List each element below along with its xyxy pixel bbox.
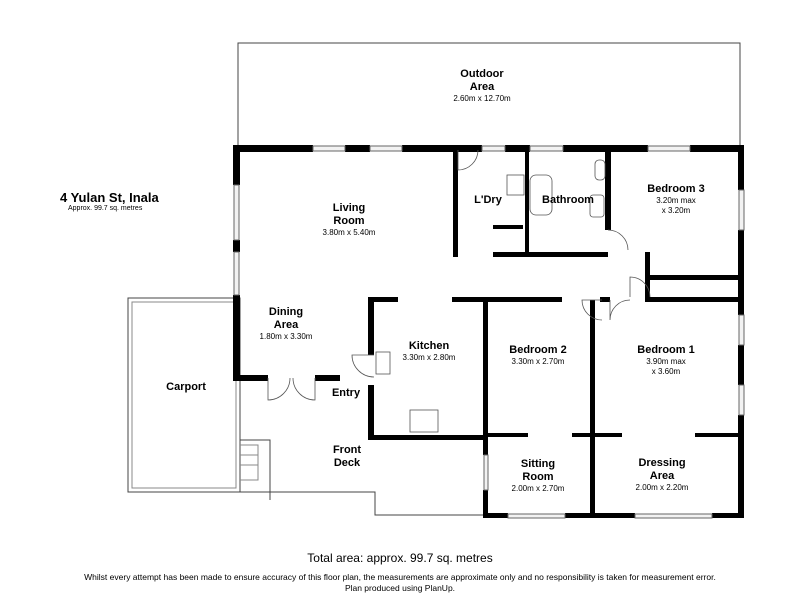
total-area: Total area: approx. 99.7 sq. metres <box>307 551 493 565</box>
room-carport: Carport <box>166 381 206 393</box>
walls <box>233 145 744 518</box>
property-address: 4 Yulan St, Inala <box>60 190 159 205</box>
front-deck-outline <box>239 378 485 516</box>
credit-text: Plan produced using PlanUp. <box>344 583 456 593</box>
room-bathroom: Bathroom <box>542 194 594 206</box>
doors <box>267 149 651 433</box>
stairs <box>240 444 259 481</box>
room-front-deck: Front Deck <box>332 444 362 469</box>
windows <box>233 145 745 519</box>
room-entry: Entry <box>331 387 361 399</box>
property-area: Approx. 99.7 sq. metres <box>68 205 143 212</box>
disclaimer: Whilst every attempt has been made to en… <box>0 572 800 594</box>
carport-outline <box>127 297 241 493</box>
disclaimer-text: Whilst every attempt has been made to en… <box>84 572 716 582</box>
room-laundry: L'Dry <box>474 194 502 206</box>
